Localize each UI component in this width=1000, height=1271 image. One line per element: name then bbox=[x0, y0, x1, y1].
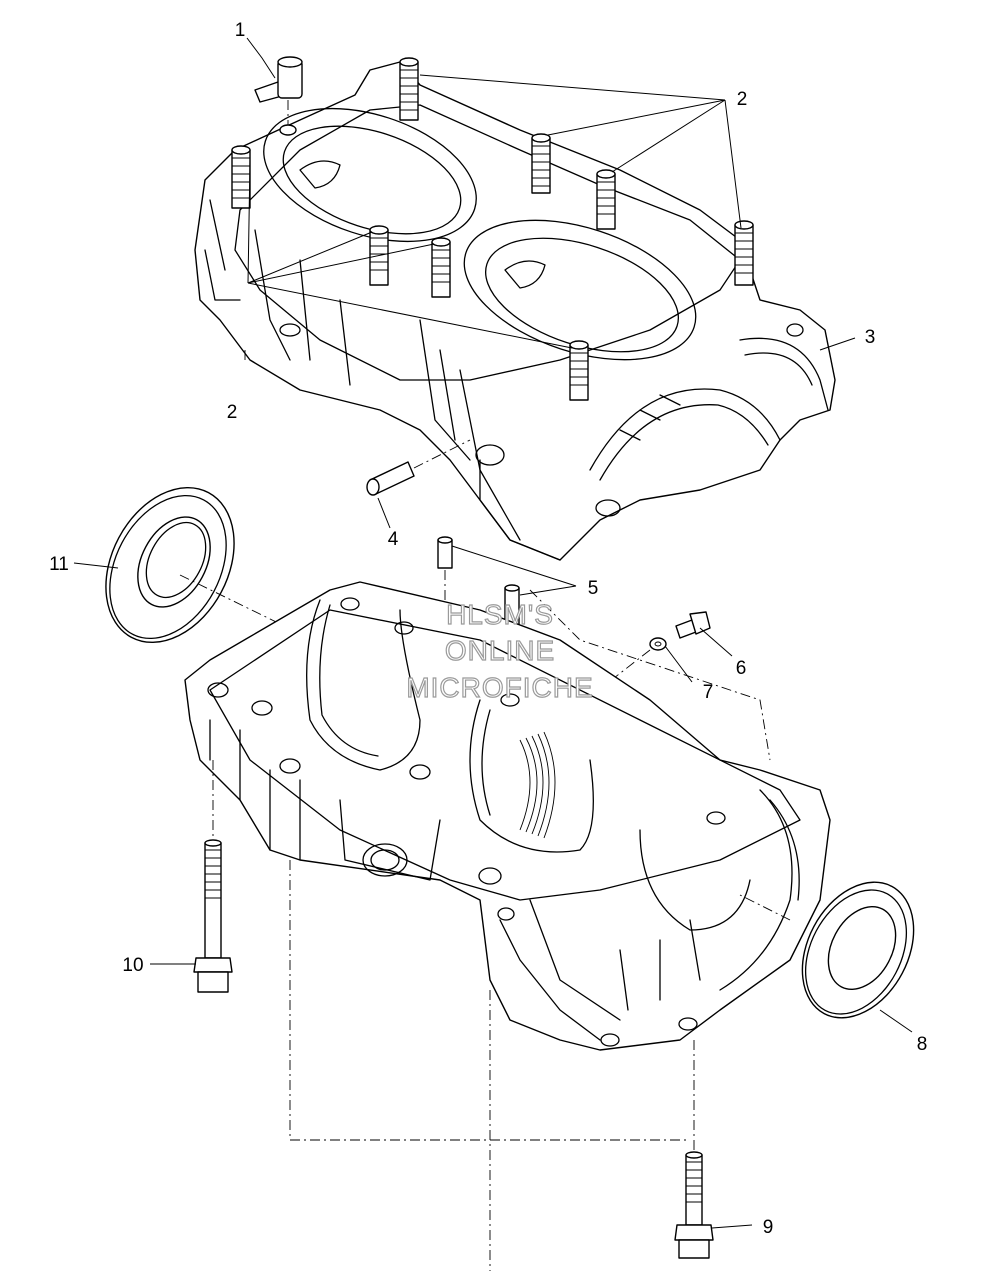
callout-7: 7 bbox=[703, 682, 714, 703]
callout-6: 6 bbox=[736, 658, 747, 679]
callout-9: 9 bbox=[763, 1217, 774, 1238]
callout-4: 4 bbox=[388, 529, 399, 550]
stud bbox=[531, 133, 551, 194]
callout-3: 3 bbox=[865, 327, 876, 348]
callout-labels: 1 2 2 3 4 5 6 7 8 9 10 11 bbox=[49, 20, 927, 1238]
watermark-line-1: HLSM'S bbox=[446, 599, 554, 630]
watermark: HLSM'S ONLINE MICROFICHE bbox=[406, 598, 594, 703]
stud bbox=[399, 57, 419, 121]
dowel-pin bbox=[366, 439, 471, 496]
callout-8: 8 bbox=[917, 1034, 928, 1055]
callout-10: 10 bbox=[122, 955, 143, 976]
callout-2-upper: 2 bbox=[737, 89, 748, 110]
stud bbox=[231, 145, 251, 209]
bolt-bottom bbox=[674, 1040, 714, 1259]
callout-5: 5 bbox=[588, 578, 599, 599]
watermark-line-2: ONLINE bbox=[445, 635, 555, 666]
cylinder-studs bbox=[231, 57, 754, 401]
stud bbox=[569, 340, 589, 401]
callout-1: 1 bbox=[235, 20, 246, 41]
stud bbox=[431, 237, 451, 298]
stud bbox=[596, 169, 616, 230]
alignment-lines bbox=[244, 350, 771, 1271]
upper-crankcase bbox=[194, 61, 836, 561]
lower-crankcase bbox=[184, 581, 831, 1051]
watermark-line-3: MICROFICHE bbox=[406, 672, 593, 703]
stud bbox=[734, 220, 754, 286]
callout-11: 11 bbox=[49, 554, 69, 575]
bolt-left bbox=[193, 760, 233, 993]
fitting bbox=[254, 56, 303, 136]
crankshaft-seal-right bbox=[739, 881, 915, 1019]
leader-lines bbox=[73, 37, 913, 1229]
callout-2-lower: 2 bbox=[227, 402, 238, 423]
